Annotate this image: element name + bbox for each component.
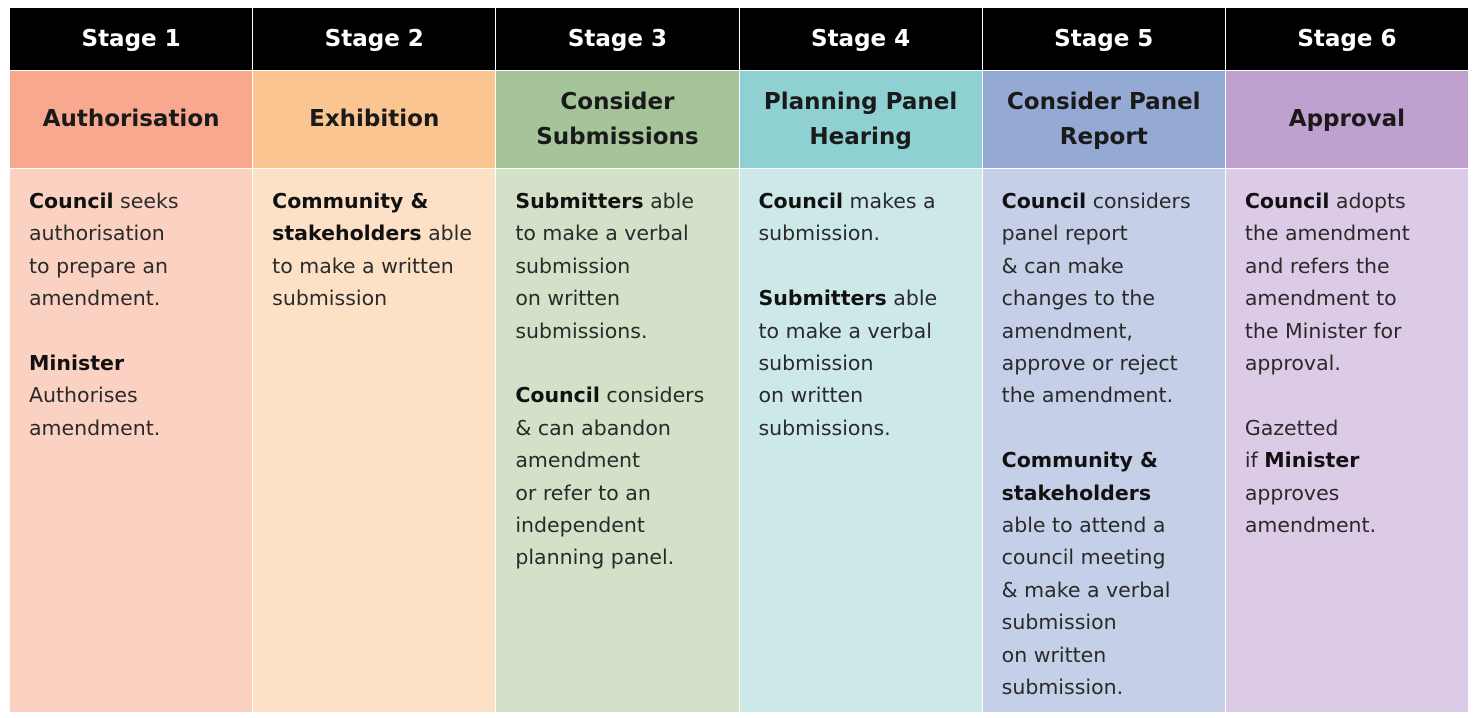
plain-text: considers panel report & can make change…	[1001, 189, 1191, 408]
stage-header-6: Stage 6	[1225, 8, 1468, 70]
description-paragraph: Submitters able to make a verbal submiss…	[515, 185, 720, 347]
stage-title-3: Consider Submissions	[496, 71, 739, 168]
stage-title-6: Approval	[1225, 71, 1468, 168]
description-paragraph: Community & stakeholders able to make a …	[272, 185, 477, 315]
actor-label: Community & stakeholders	[272, 189, 429, 246]
description-paragraph: Council considers & can abandon amendmen…	[515, 379, 720, 573]
plain-text: considers & can abandon amendment or ref…	[515, 383, 705, 570]
description-paragraph: Minister Authorises amendment.	[29, 347, 234, 444]
stage-title-text: Consider Panel Report	[1006, 88, 1201, 150]
stage-description-1: Council seeks authorisation to prepare a…	[10, 169, 253, 712]
plain-text: adopts the amendment and refers the amen…	[1244, 189, 1410, 376]
description-paragraph: Submitters able to make a verbal submiss…	[759, 282, 964, 444]
actor-label: Community & stakeholders	[1001, 448, 1158, 505]
stage-description-2: Community & stakeholders able to make a …	[253, 169, 496, 712]
stage-title-1: Authorisation	[10, 71, 253, 168]
plain-text: makes a submission.	[758, 189, 936, 246]
plain-text: Gazetted if	[1244, 415, 1339, 473]
plain-text: approves amendment.	[1244, 480, 1377, 538]
actor-label: Council	[29, 189, 114, 213]
actor-label: Minister	[1264, 448, 1360, 473]
plain-text: able to make a verbal submission on writ…	[515, 189, 694, 343]
description-paragraph: Council seeks authorisation to prepare a…	[29, 185, 234, 315]
stage-title-text: Authorisation	[42, 106, 220, 132]
stage-description-5: Council considers panel report & can mak…	[982, 169, 1225, 712]
plain-text: seeks authorisation to prepare an amendm…	[29, 189, 179, 311]
stage-header-4: Stage 4	[739, 8, 982, 70]
plain-text: able to make a verbal submission on writ…	[758, 286, 938, 440]
actor-label: Submitters	[515, 189, 644, 213]
plain-text: able to make a written submission	[272, 221, 472, 311]
stage-description-6: Council adopts the amendment and refers …	[1225, 169, 1468, 712]
description-paragraph: Council considers panel report & can mak…	[1002, 185, 1207, 412]
stage-title-4: Planning Panel Hearing	[739, 71, 982, 168]
description-paragraph: Council makes a submission.	[759, 185, 964, 250]
plain-text: Authorises amendment.	[29, 383, 161, 440]
stage-header-5: Stage 5	[982, 8, 1225, 70]
stage-title-2: Exhibition	[253, 71, 496, 168]
actor-label: Minister	[29, 351, 125, 376]
plain-text: able to attend a council meeting & make …	[1001, 513, 1171, 700]
stage-description-4: Council makes a submission. Submitters ab…	[739, 169, 982, 712]
description-paragraph: Council adopts the amendment and refers …	[1245, 185, 1450, 379]
stage-header-1: Stage 1	[10, 8, 253, 70]
stage-header-2: Stage 2	[253, 8, 496, 70]
actor-label: Council	[758, 189, 844, 213]
actor-label: Council	[1244, 189, 1330, 213]
stage-title-text: Approval	[1288, 106, 1406, 132]
description-paragraph: Gazetted if Minister approves amendment.	[1245, 412, 1450, 542]
stage-title-text: Planning Panel Hearing	[763, 88, 958, 150]
actor-label: Council	[1001, 189, 1087, 213]
stage-title-text: Exhibition	[309, 106, 440, 132]
stage-title-5: Consider Panel Report	[982, 71, 1225, 168]
actor-label: Submitters	[758, 286, 887, 311]
actor-label: Council	[515, 383, 600, 408]
description-paragraph: Community & stakeholders able to attend …	[1002, 444, 1207, 703]
stage-description-3: Submitters able to make a verbal submiss…	[496, 169, 739, 712]
stage-header-3: Stage 3	[496, 8, 739, 70]
stage-title-text: Consider Submissions	[536, 88, 699, 150]
